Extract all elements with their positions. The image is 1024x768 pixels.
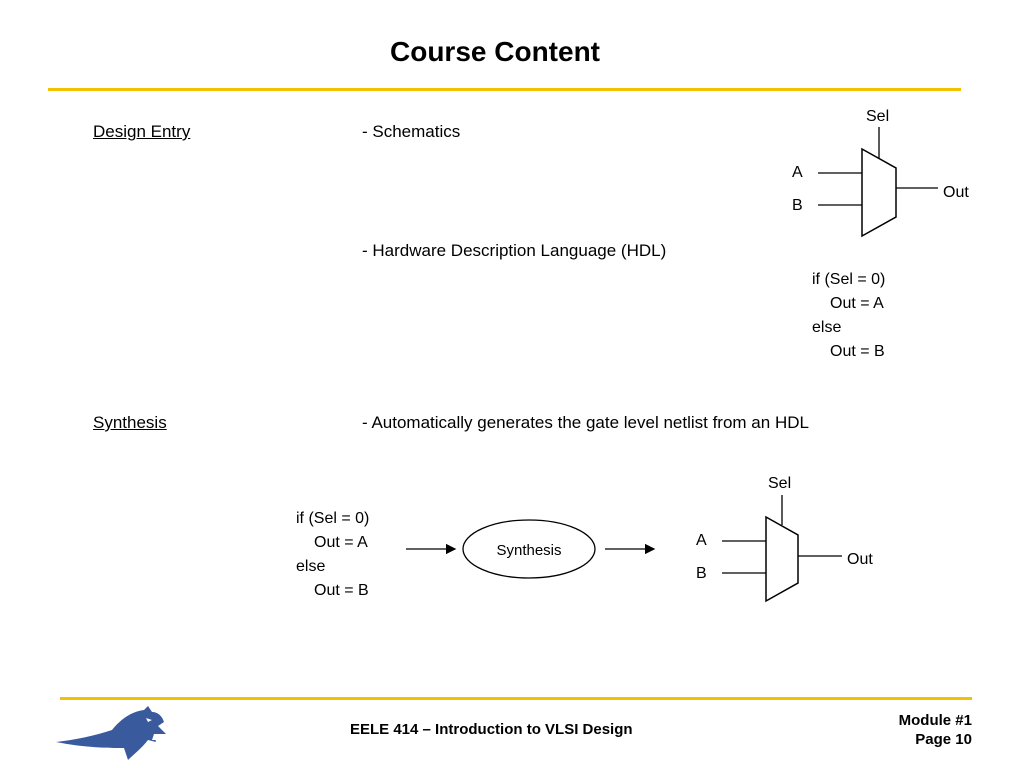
out-label: Out [943,184,969,201]
schematics-text: - Schematics [362,122,461,141]
out-label: Out [847,551,873,568]
code-line: Out = A [314,534,368,551]
hdl-code-block: if (Sel = 0) Out = A else Out = B [812,268,885,364]
code-line: else [296,558,326,575]
page-title: Course Content [390,36,600,67]
footer-rule [60,697,972,700]
bobcat-logo [56,706,166,760]
code-line: Out = A [830,295,884,312]
code-line: if (Sel = 0) [812,271,886,288]
title-rule [48,88,961,91]
page-number: Page 10 [915,731,972,748]
code-line: Out = B [314,582,369,599]
sel-label: Sel [866,108,889,125]
b-label: B [696,565,707,582]
mux-body [861,147,897,238]
design-entry-heading: Design Entry [93,122,191,141]
module-number: Module #1 [898,712,972,729]
b-label: B [792,197,803,214]
synthesis-heading: Synthesis [93,413,167,432]
sel-label: Sel [768,475,791,492]
code-line: else [812,319,842,336]
hdl-text: - Hardware Description Language (HDL) [362,241,667,260]
synthesis-description: - Automatically generates the gate level… [362,413,809,432]
synthesis-code-block: if (Sel = 0) Out = A else Out = B [296,507,369,603]
synthesis-ellipse-label: Synthesis [496,542,561,559]
a-label: A [696,532,707,549]
a-label: A [792,164,803,181]
code-line: Out = B [830,343,885,360]
mux-body [765,515,799,603]
synthesis-ellipse [462,519,596,579]
footer-page-info: Module #1 Page 10 [899,711,972,749]
footer-course-title: EELE 414 – Introduction to VLSI Design [350,721,633,738]
code-line: if (Sel = 0) [296,510,370,527]
